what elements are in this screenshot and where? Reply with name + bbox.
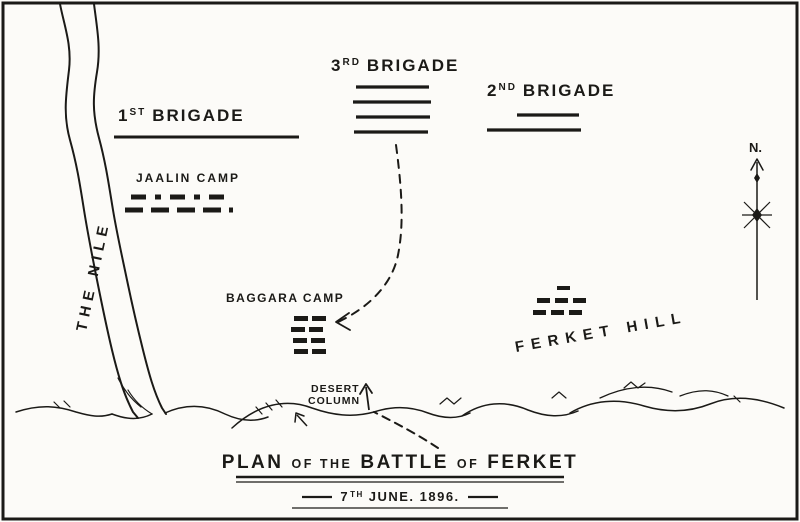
date-rest: JUNE. 1896. bbox=[369, 489, 460, 504]
unit-block bbox=[551, 310, 564, 315]
unit-block bbox=[569, 310, 582, 315]
brigade-1-name: BRIGADE bbox=[152, 106, 244, 125]
ferket-hill: FERKET HILL bbox=[514, 286, 689, 356]
hill-outline bbox=[111, 413, 153, 420]
unit-block bbox=[557, 286, 570, 290]
hill-outline bbox=[461, 403, 579, 417]
advance-route-dashed-path bbox=[337, 144, 403, 323]
hill-outline bbox=[373, 406, 471, 419]
desert-column-label-line1: DESERT bbox=[311, 383, 360, 395]
unit-block bbox=[294, 349, 308, 354]
unit-block bbox=[311, 338, 325, 343]
compass-rose: N. bbox=[742, 140, 772, 300]
brigade-1-label: 1ST BRIGADE bbox=[118, 106, 245, 125]
compass-north-label: N. bbox=[749, 140, 762, 155]
ferket-hill-label: FERKET HILL bbox=[514, 309, 689, 356]
hill-outline bbox=[164, 405, 269, 421]
brigade-2: 2ND BRIGADE bbox=[487, 81, 615, 132]
brigade-2-number: 2 bbox=[487, 81, 498, 100]
unit-block bbox=[291, 327, 305, 332]
nile-label: THE NILE bbox=[73, 219, 113, 332]
small-arrowhead-icon bbox=[294, 412, 305, 423]
jaalin-camp-label: JAALIN CAMP bbox=[136, 171, 240, 185]
unit-block bbox=[312, 316, 326, 321]
map-title: PLAN OF THE BATTLE OF FERKET bbox=[222, 452, 578, 473]
date-ordinal: TH bbox=[350, 490, 364, 499]
desert-column-arrow-shaft bbox=[365, 386, 370, 411]
compass-north-arrowhead-icon bbox=[750, 158, 764, 171]
map-date: 7TH JUNE. 1896. bbox=[340, 489, 459, 504]
unit-block bbox=[537, 298, 550, 303]
nile-right-bank bbox=[92, 3, 167, 415]
advance-route-arrowhead-icon bbox=[335, 312, 351, 331]
brigade-3-number: 3 bbox=[331, 56, 342, 75]
brigade-3-ordinal: RD bbox=[342, 57, 360, 68]
hill-ridge bbox=[679, 390, 729, 397]
advance-route bbox=[335, 144, 403, 331]
nile-mouth-texture bbox=[117, 377, 153, 415]
brigade-3-name: BRIGADE bbox=[367, 56, 459, 75]
unit-block bbox=[309, 327, 323, 332]
title-block: PLAN OF THE BATTLE OF FERKET 7TH JUNE. 1896. bbox=[222, 452, 578, 509]
unit-block bbox=[573, 298, 586, 303]
hill-hatching bbox=[439, 381, 646, 405]
hill-ridge bbox=[599, 386, 673, 399]
brigade-1: 1ST BRIGADE bbox=[114, 106, 299, 139]
brigade-2-name: BRIGADE bbox=[523, 81, 615, 100]
title-word: FERKET bbox=[487, 452, 578, 473]
title-word: PLAN bbox=[222, 452, 284, 473]
baggara-camp: BAGGARA CAMP bbox=[226, 291, 344, 354]
baggara-camp-label: BAGGARA CAMP bbox=[226, 291, 344, 305]
brigade-1-number: 1 bbox=[118, 106, 129, 125]
unit-block bbox=[533, 310, 546, 315]
nile-left-bank bbox=[59, 3, 139, 419]
desert-column-label-line2: COLUMN bbox=[308, 395, 360, 407]
brigade-2-ordinal: ND bbox=[498, 82, 516, 93]
unit-block bbox=[294, 316, 308, 321]
title-word: OF bbox=[457, 457, 479, 471]
brigade-3-label: 3RD BRIGADE bbox=[331, 56, 459, 75]
hill-hatching bbox=[53, 395, 741, 415]
small-arrow-shaft bbox=[296, 414, 308, 427]
hill-outline bbox=[15, 406, 113, 417]
hills bbox=[15, 381, 785, 429]
hill-outline bbox=[569, 397, 785, 414]
unit-block bbox=[312, 349, 326, 354]
brigade-3: 3RD BRIGADE bbox=[331, 56, 459, 134]
brigade-2-label: 2ND BRIGADE bbox=[487, 81, 615, 100]
compass-star-center bbox=[752, 208, 762, 222]
unit-block bbox=[555, 298, 568, 303]
desert-column-dashed-path bbox=[373, 411, 439, 449]
compass-bead bbox=[754, 173, 760, 183]
jaalin-camp: JAALIN CAMP bbox=[125, 171, 240, 213]
brigade-1-ordinal: ST bbox=[129, 107, 146, 118]
hill-outline bbox=[231, 402, 375, 429]
desert-column-arrowhead-icon bbox=[359, 383, 373, 395]
nile-river: THE NILE bbox=[59, 3, 167, 419]
desert-column: DESERT COLUMN bbox=[294, 383, 439, 449]
title-word: OF THE bbox=[292, 457, 353, 471]
date-number: 7 bbox=[340, 489, 349, 504]
title-word: BATTLE bbox=[360, 452, 449, 473]
unit-block bbox=[293, 338, 307, 343]
